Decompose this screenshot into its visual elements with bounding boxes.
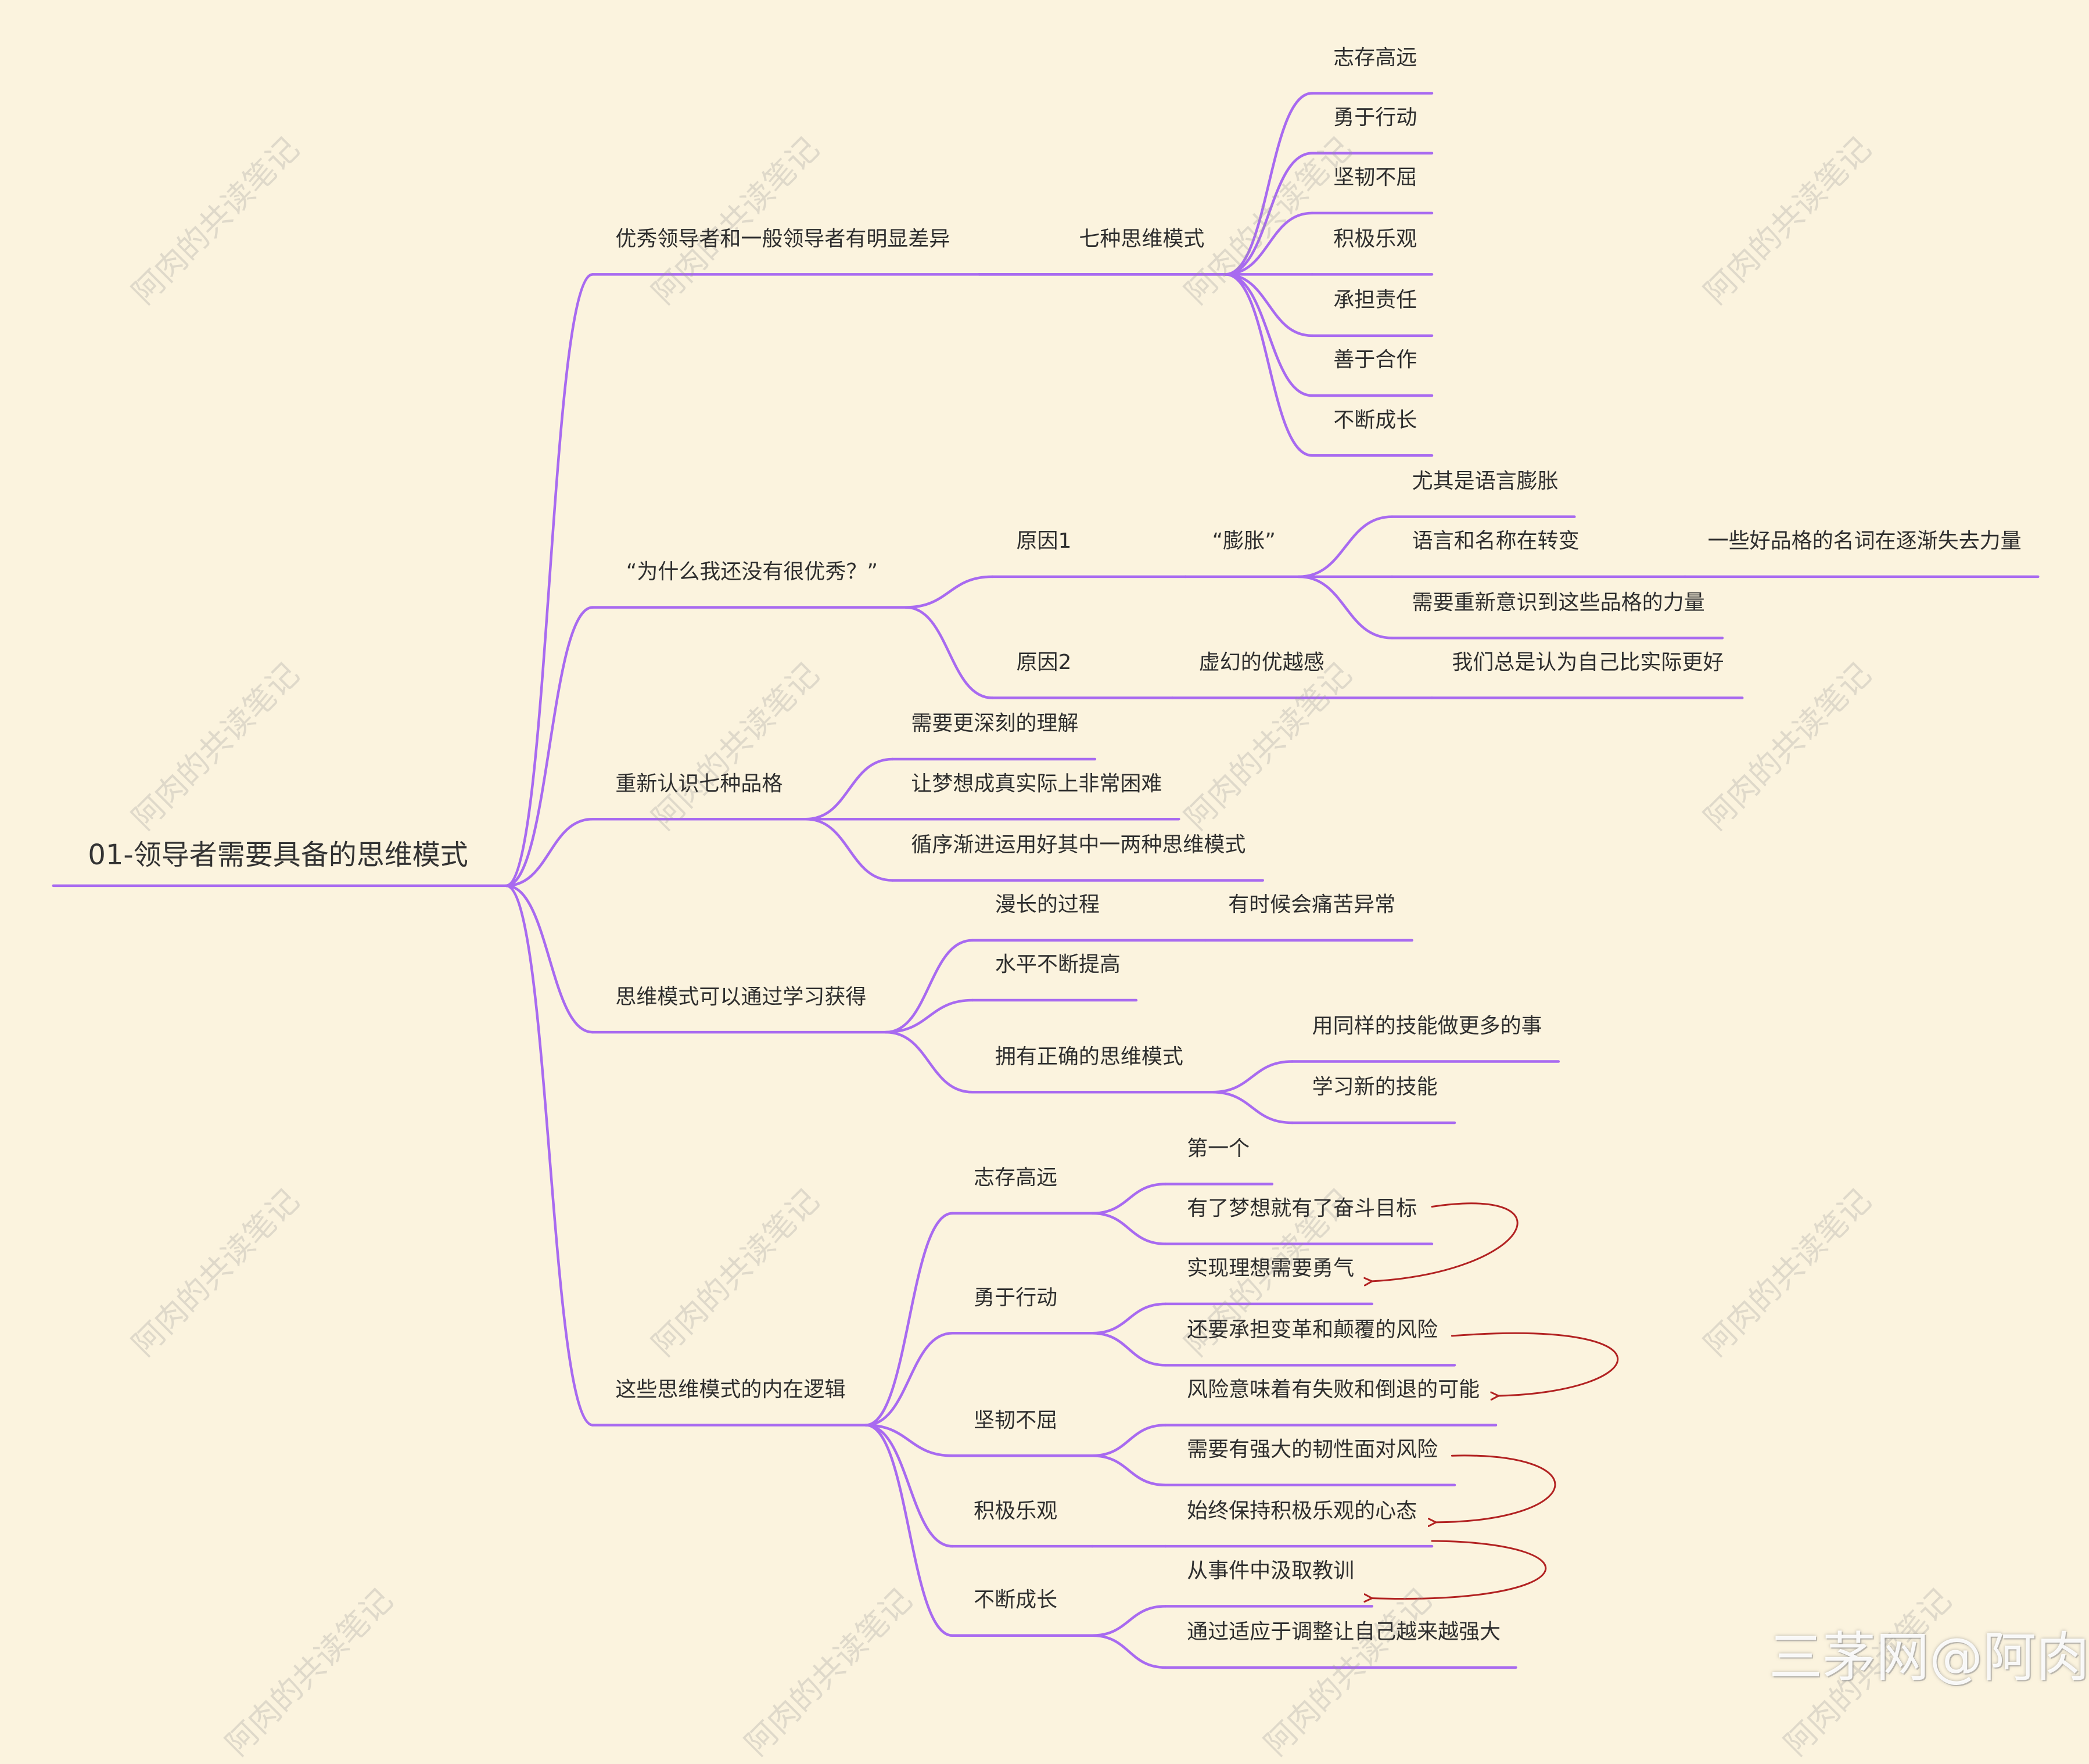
seven-mode-2-node[interactable]: 坚韧不屈 — [1333, 166, 1417, 190]
qualities-item-1-node[interactable]: 让梦想成真实际上非常困难 — [911, 771, 1162, 796]
seven-mode-3-node[interactable]: 积极乐观 — [1333, 227, 1417, 251]
logic-4-node[interactable]: 不断成长 — [974, 1588, 1058, 1612]
seven-modes-connector — [1224, 211, 1313, 276]
logic-item-connector — [1091, 1454, 1167, 1486]
logic-0-item-1-node[interactable]: 有了梦想就有了奋斗目标 — [1187, 1197, 1417, 1221]
branch-2-node[interactable]: 重新认识七种品格 — [615, 771, 783, 796]
seven-modes-connector — [1224, 273, 1313, 457]
seven-mode-1-node[interactable]: 勇于行动 — [1333, 106, 1417, 130]
seven-modes-connector — [1224, 152, 1313, 276]
relation-arrow — [1372, 1202, 1519, 1281]
reason1-extra-node[interactable]: 一些好品格的名词在逐渐失去力量 — [1707, 529, 2022, 554]
branch-connector — [505, 884, 594, 1427]
logic-connector — [864, 1332, 954, 1427]
branch-1-node[interactable]: “为什么我还没有很优秀？” — [626, 560, 878, 584]
branch-connector — [505, 884, 594, 1034]
reason-connector — [904, 575, 994, 609]
relation-arrow — [1372, 1540, 1547, 1598]
logic-0-item-0-node[interactable]: 第一个 — [1187, 1136, 1250, 1161]
painful-node[interactable]: 有时候会痛苦异常 — [1228, 893, 1396, 917]
logic-4-item-1-node[interactable]: 通过适应于调整让自己越来越强大 — [1187, 1620, 1501, 1644]
mindset-item-1-node[interactable]: 学习新的技能 — [1312, 1075, 1438, 1100]
right-mindset-node[interactable]: 拥有正确的思维模式 — [995, 1044, 1183, 1069]
logic-1-node[interactable]: 勇于行动 — [974, 1285, 1058, 1310]
logic-connector — [864, 1212, 954, 1427]
branch-connector — [505, 606, 594, 888]
long-process-node[interactable]: 漫长的过程 — [995, 893, 1100, 917]
logic-connector — [864, 1424, 954, 1637]
seven-mode-6-node[interactable]: 不断成长 — [1333, 408, 1417, 432]
branch-connector — [505, 817, 594, 888]
logic-0-node[interactable]: 志存高远 — [974, 1166, 1058, 1190]
reason1-item-2-node[interactable]: 需要重新意识到这些品格的力量 — [1412, 590, 1705, 615]
seven-mode-0-node[interactable]: 志存高远 — [1333, 45, 1417, 70]
mindset-item-0-node[interactable]: 用同样的技能做更多的事 — [1312, 1014, 1542, 1038]
logic-4-item-0-node[interactable]: 从事件中汲取教训 — [1187, 1558, 1355, 1583]
brand-watermark: 三茅网@阿肉 — [1769, 1626, 2089, 1689]
qualities-item-0-node[interactable]: 需要更深刻的理解 — [911, 712, 1079, 736]
inflation-connector — [1297, 575, 1394, 640]
seven-modes-connector — [1224, 92, 1313, 276]
logic-1-item-1-node[interactable]: 还要承担变革和颠覆的风险 — [1187, 1317, 1438, 1342]
seven-modes-node[interactable]: 七种思维模式 — [1079, 227, 1205, 251]
superiority-node[interactable]: 虚幻的优越感 — [1198, 650, 1325, 674]
qualities-connector — [805, 817, 894, 882]
branch-connector — [505, 273, 594, 888]
logic-item-connector — [1091, 1183, 1167, 1215]
reason2-node[interactable]: 原因2 — [1016, 650, 1072, 674]
reason1-item-0-node[interactable]: 尤其是语言膨胀 — [1412, 469, 1559, 494]
logic-3-item-0-node[interactable]: 始终保持积极乐观的心态 — [1187, 1499, 1417, 1523]
logic-item-connector — [1091, 1302, 1167, 1335]
logic-item-connector — [1091, 1424, 1167, 1457]
seven-mode-5-node[interactable]: 善于合作 — [1333, 348, 1417, 372]
logic-item-connector — [1091, 1212, 1167, 1245]
logic-2-item-0-node[interactable]: 风险意味着有失败和倒退的可能 — [1187, 1377, 1480, 1402]
logic-item-connector — [1091, 1634, 1167, 1669]
logic-connector — [864, 1424, 954, 1548]
reason1-item-1-node[interactable]: 语言和名称在转变 — [1412, 529, 1580, 554]
seven-modes-connector — [1224, 273, 1313, 337]
learn-connector — [884, 998, 974, 1034]
logic-connector — [864, 1424, 954, 1457]
improve-node[interactable]: 水平不断提高 — [995, 953, 1121, 977]
logic-item-connector — [1091, 1332, 1167, 1367]
learn-connector — [884, 1030, 974, 1094]
seven-modes-connector — [1224, 273, 1313, 397]
mindmap-canvas — [52, 92, 2040, 1669]
logic-3-node[interactable]: 积极乐观 — [974, 1499, 1058, 1523]
relation-arrow — [1436, 1454, 1556, 1522]
root-node[interactable]: 01-领导者需要具备的思维模式 — [88, 839, 468, 872]
reason1-node[interactable]: 原因1 — [1016, 529, 1072, 554]
branch-4-node[interactable]: 这些思维模式的内在逻辑 — [615, 1377, 846, 1402]
inflation-node[interactable]: “膨胀” — [1212, 529, 1276, 554]
superiority-detail-node[interactable]: 我们总是认为自己比实际更好 — [1452, 650, 1724, 674]
learn-connector — [884, 939, 974, 1034]
logic-1-item-0-node[interactable]: 实现理想需要勇气 — [1187, 1256, 1355, 1281]
logic-2-node[interactable]: 坚韧不屈 — [974, 1408, 1058, 1432]
inflation-connector — [1297, 515, 1394, 579]
reason-connector — [904, 606, 994, 699]
qualities-item-2-node[interactable]: 循序渐进运用好其中一两种思维模式 — [911, 833, 1246, 857]
relation-arrow — [1451, 1332, 1619, 1396]
logic-2-item-1-node[interactable]: 需要有强大的韧性面对风险 — [1187, 1438, 1438, 1462]
qualities-connector — [805, 757, 894, 821]
logic-item-connector — [1091, 1605, 1167, 1637]
branch-0-node[interactable]: 优秀领导者和一般领导者有明显差异 — [615, 227, 950, 251]
mindset-connector — [1211, 1091, 1294, 1124]
mindset-connector — [1211, 1060, 1294, 1094]
seven-mode-4-node[interactable]: 承担责任 — [1333, 288, 1417, 312]
branch-3-node[interactable]: 思维模式可以通过学习获得 — [615, 985, 867, 1009]
